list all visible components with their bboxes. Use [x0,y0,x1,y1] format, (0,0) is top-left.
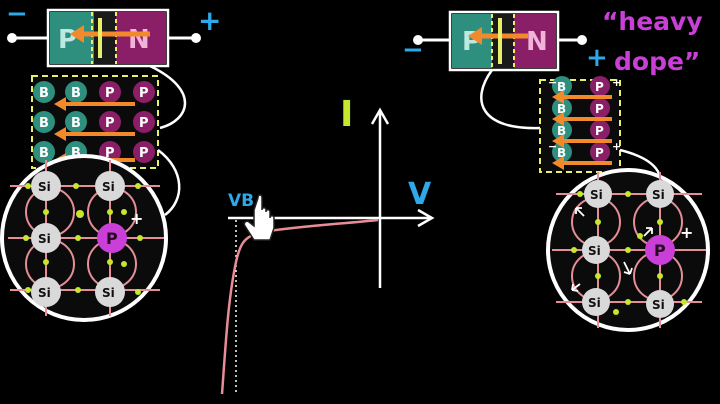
left-si-atom [31,171,61,201]
svg-text:P: P [595,124,604,138]
svg-text:Si: Si [652,298,665,312]
right-depletion-field-arrows [552,90,612,170]
svg-text:P: P [595,80,604,94]
left-si-atom [95,171,125,201]
svg-text:B: B [557,102,566,116]
svg-text:P: P [595,146,604,160]
right-diode-body [448,10,560,72]
left-terminal-dot [7,33,17,43]
svg-text:P: P [105,146,115,161]
left-depletion-ions [33,81,155,163]
right-depletion-ions [552,76,610,162]
right-lattice-motion-arrows [571,207,653,292]
svg-text:P: P [106,229,118,248]
iv-characteristic-curve [220,218,379,395]
svg-text:−: − [548,140,557,153]
right-n-label: N [526,27,548,57]
right-lattice-electrons [571,191,687,315]
svg-text:B: B [71,86,81,101]
svg-text:−: − [548,76,557,89]
left-diode-minus-sign: − [6,0,28,29]
right-dopant-atom [645,235,675,265]
svg-text:B: B [557,146,566,160]
svg-text:P: P [105,86,115,101]
svg-text:P: P [654,241,666,260]
left-field-arrow-head [70,25,84,43]
right-diode-minus-sign: − [402,35,424,65]
left-lattice-electrons [23,183,143,295]
right-diode-plus-sign: + [586,43,608,73]
svg-text:Si: Si [102,286,115,300]
right-field-arrow-head [468,27,482,45]
left-dopant-atom [97,223,127,253]
svg-text:Si: Si [102,180,115,194]
left-n-region [116,12,166,64]
svg-text:Si: Si [588,244,601,258]
voltage-axis-label: V [408,177,432,212]
svg-text:P: P [139,86,149,101]
svg-text:Si: Si [38,232,51,246]
iv-graph: I V VB [220,94,435,395]
right-n-region [514,14,556,68]
right-depletion-labels: B P B P B P B P [557,80,604,160]
svg-text:Si: Si [590,188,603,202]
left-diode-body [46,8,170,68]
right-lattice: Si Si Si Si Si P + [546,168,710,332]
left-depletion-labels: B B P P B B P P B B P P [39,86,149,161]
svg-text:Si: Si [588,296,601,310]
left-diode: − + P N [0,0,221,322]
svg-text:+: + [612,140,621,153]
svg-text:P: P [595,102,604,116]
svg-text:P: P [139,146,149,161]
svg-text:B: B [39,116,49,131]
svg-text:Si: Si [38,286,51,300]
svg-text:+: + [130,209,143,228]
svg-text:B: B [39,146,49,161]
svg-text:+: + [612,76,621,89]
left-n-label: N [128,25,150,55]
left-si-atom [95,277,125,307]
svg-text:B: B [71,116,81,131]
heavy-dope-note-line1: “heavy [602,7,703,36]
left-si-atom [31,223,61,253]
left-diode-plus-sign: + [198,4,221,37]
svg-text:+: + [680,223,693,242]
left-lattice: Si Si Si Si Si P + [0,154,168,322]
svg-text:B: B [39,86,49,101]
heavy-dope-note-line2: dope” [614,47,700,76]
svg-text:Si: Si [38,180,51,194]
svg-text:P: P [105,116,115,131]
left-p-region [50,12,94,64]
current-axis-label: I [340,94,353,135]
right-terminal-dot [191,33,201,43]
hand-pointer-icon [243,194,275,241]
svg-text:B: B [557,80,566,94]
svg-text:B: B [557,124,566,138]
left-p-label: P [58,25,77,55]
svg-text:B: B [71,146,81,161]
right-diode: − + P N “heavy dope” B P B P B [402,7,710,332]
left-si-atom [31,277,61,307]
breakdown-voltage-label: VB [228,191,254,211]
svg-text:Si: Si [652,188,665,202]
right-p-region [452,14,492,68]
svg-text:P: P [139,116,149,131]
